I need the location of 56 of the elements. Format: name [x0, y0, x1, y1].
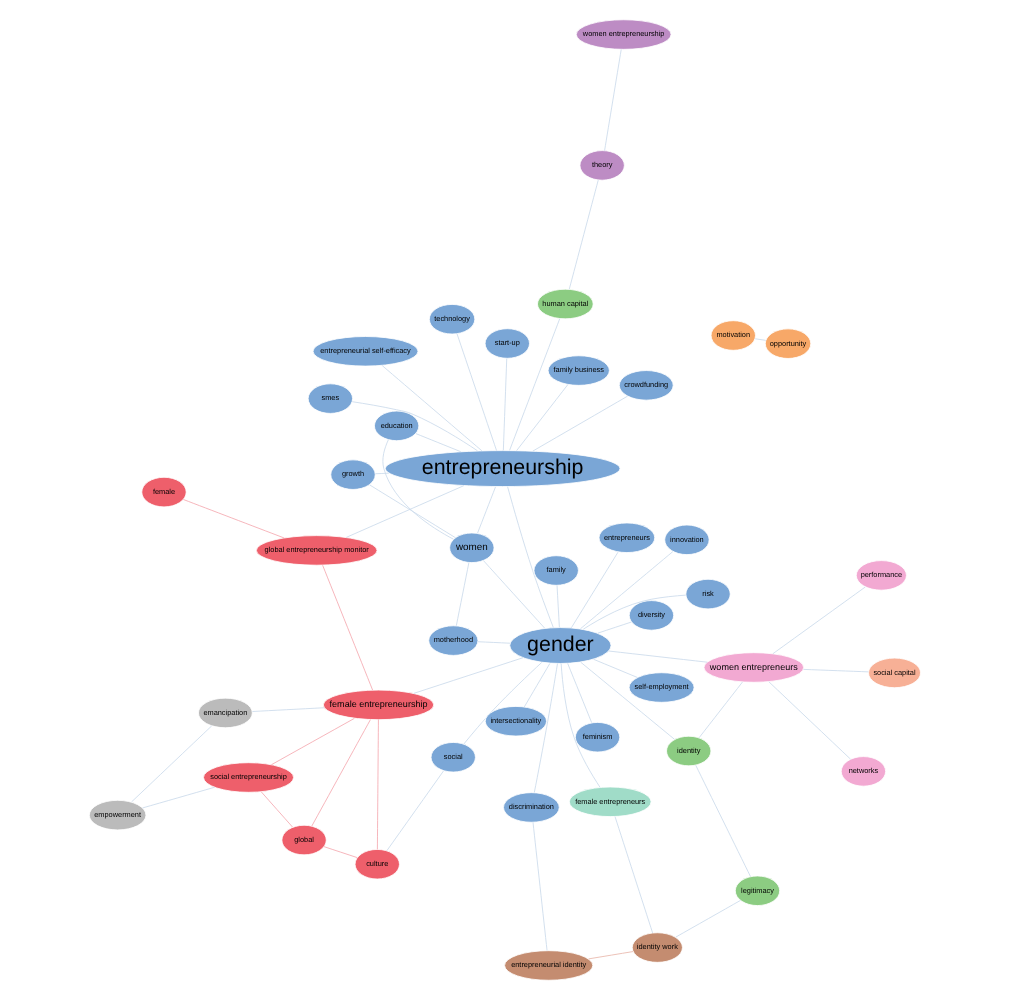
connector [768, 681, 852, 760]
connector [580, 661, 675, 740]
connector [532, 395, 628, 452]
connector [311, 719, 371, 827]
connector [477, 486, 496, 534]
connector [252, 707, 325, 712]
connector [698, 681, 743, 739]
connector [351, 401, 478, 452]
connector [567, 663, 593, 724]
connector [582, 594, 687, 630]
connector [523, 663, 551, 708]
connector [695, 764, 751, 877]
connector [260, 791, 293, 828]
connector [614, 816, 654, 934]
connector [608, 650, 708, 663]
connector [382, 439, 454, 540]
connector [322, 564, 374, 691]
connector [532, 821, 548, 951]
connector [675, 900, 741, 938]
node-ellipse: entrepreneurship [384, 450, 621, 487]
connector [142, 786, 215, 809]
connector [588, 951, 634, 960]
connector [183, 499, 285, 539]
connector [754, 338, 767, 341]
connector [560, 663, 601, 788]
node-ellipse: gender [509, 627, 612, 664]
connector [580, 551, 674, 630]
connector [568, 179, 599, 290]
connector [345, 485, 465, 538]
connector [477, 641, 511, 644]
connector [502, 358, 508, 451]
connector [455, 562, 470, 627]
connector [376, 719, 379, 850]
connector [516, 384, 569, 451]
connector [604, 49, 622, 152]
connector [772, 586, 866, 655]
connector [271, 717, 355, 766]
connector [507, 486, 554, 628]
connector [533, 663, 558, 793]
connector [509, 318, 561, 451]
connector [374, 472, 390, 475]
connector [415, 433, 462, 453]
connector [593, 658, 638, 678]
connector [381, 365, 483, 452]
connector [463, 662, 543, 745]
connector [803, 669, 869, 673]
connector [556, 585, 560, 628]
connector [571, 551, 619, 629]
connector [482, 560, 546, 629]
connector [369, 484, 456, 539]
connector [131, 725, 213, 803]
connector [386, 770, 445, 852]
connector [456, 333, 497, 451]
connector [597, 621, 632, 634]
connector [413, 657, 524, 694]
connector [323, 846, 358, 859]
